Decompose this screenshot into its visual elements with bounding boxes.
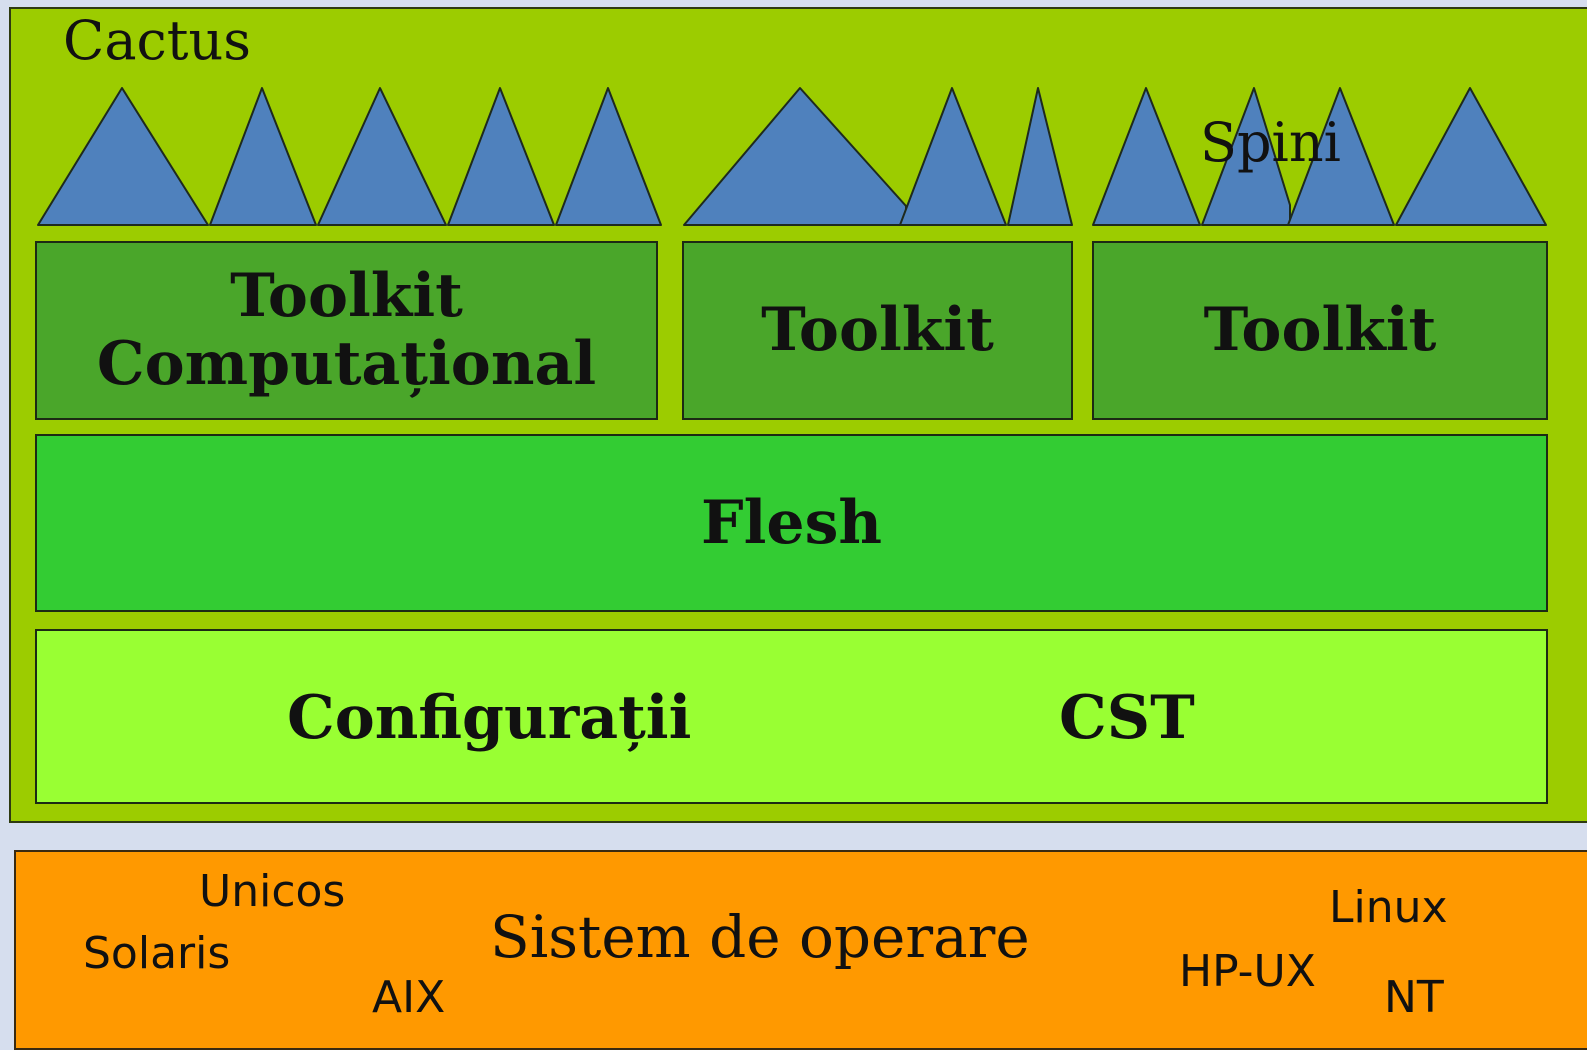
- os-aix: AIX: [372, 972, 446, 1023]
- spines-label: Spini: [1200, 111, 1341, 174]
- toolkit-label-3: Toolkit: [1203, 294, 1437, 365]
- toolkit-computational-box: Toolkit Computațional: [35, 241, 658, 420]
- configurations-label: Configurații: [287, 683, 692, 753]
- toolkit-computational-label: Toolkit Computațional: [96, 261, 597, 399]
- os-nt: NT: [1384, 972, 1444, 1023]
- toolkit-label-2: Toolkit: [761, 294, 994, 365]
- operating-system-panel: Unicos Solaris AIX Sistem de operare Lin…: [14, 850, 1587, 1050]
- flesh-label: Flesh: [701, 488, 882, 558]
- os-linux: Linux: [1329, 882, 1448, 933]
- toolkit-box-3: Toolkit: [1092, 241, 1548, 420]
- os-title: Sistem de operare: [490, 903, 1030, 971]
- cst-label: CST: [1059, 683, 1195, 753]
- toolkit-computational-line1: Toolkit: [230, 261, 463, 332]
- configuration-box: Configurații CST: [35, 629, 1548, 804]
- os-unicos: Unicos: [199, 866, 346, 917]
- toolkit-box-2: Toolkit: [682, 241, 1073, 420]
- flesh-box: Flesh: [35, 434, 1548, 612]
- os-hpux: HP-UX: [1179, 946, 1316, 997]
- cactus-title: Cactus: [63, 9, 251, 72]
- toolkit-computational-line2: Computațional: [96, 328, 597, 399]
- os-solaris: Solaris: [83, 928, 231, 979]
